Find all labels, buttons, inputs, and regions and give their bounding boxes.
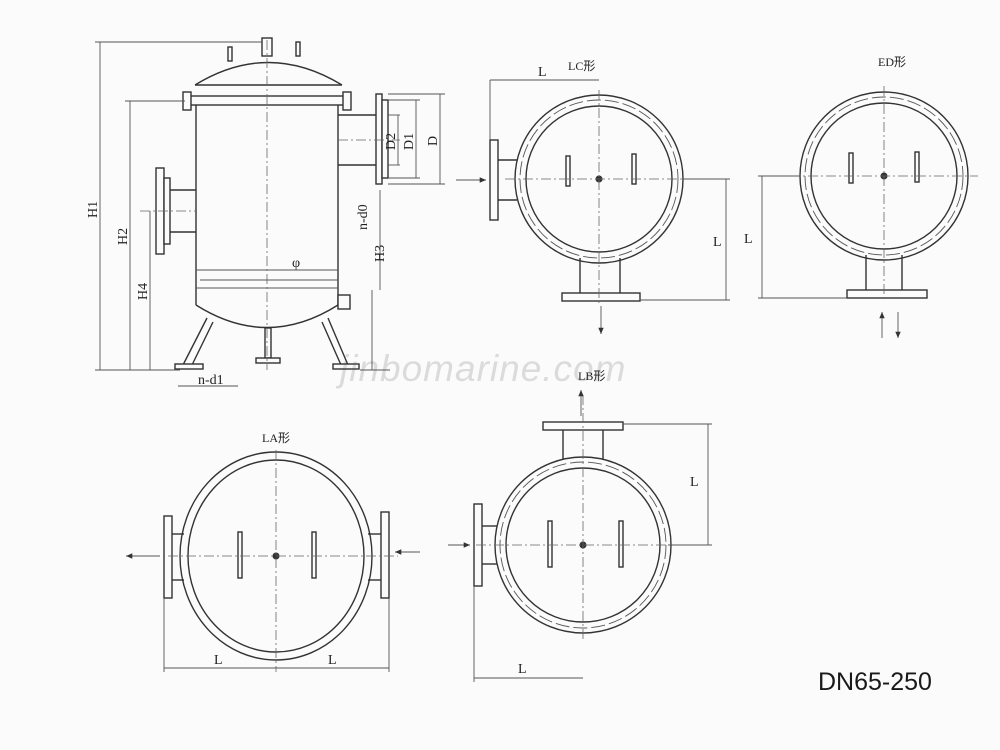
d2-label: D2 xyxy=(384,133,399,150)
lb-dim-bottom: L xyxy=(518,662,527,677)
la-dim-right: L xyxy=(328,653,337,668)
lb-view: LB形 L L xyxy=(448,369,712,682)
phi-label: φ xyxy=(292,256,300,271)
lc-title: LC形 xyxy=(568,59,595,73)
h4-label: H4 xyxy=(136,283,151,300)
h2-label: H2 xyxy=(116,228,131,245)
watermark: jinbomarine.com xyxy=(340,348,627,389)
lb-dim-right: L xyxy=(690,475,699,490)
lc-dim-right: L xyxy=(713,235,722,250)
d-label: D xyxy=(426,136,441,146)
la-title: LA形 xyxy=(262,431,290,445)
la-view: LA形 L L xyxy=(126,431,420,672)
model-label: DN65-250 xyxy=(818,668,932,696)
lc-view: LC形 L L xyxy=(456,59,730,334)
lb-title: LB形 xyxy=(578,369,605,383)
d1-label: D1 xyxy=(402,133,417,150)
ed-dim-left: L xyxy=(744,232,753,247)
ed-title: ED形 xyxy=(878,55,906,69)
n-d1-label: n-d1 xyxy=(198,373,224,388)
side-elevation: H1 H2 H4 H3 D D1 D2 n-d0 n-d1 φ xyxy=(86,37,445,388)
h3-label: H3 xyxy=(373,245,388,262)
lc-dim-top: L xyxy=(538,65,547,80)
ed-view: ED形 L xyxy=(744,55,978,338)
n-d0-label: n-d0 xyxy=(356,204,371,230)
h1-label: H1 xyxy=(86,201,101,218)
la-dim-left: L xyxy=(214,653,223,668)
